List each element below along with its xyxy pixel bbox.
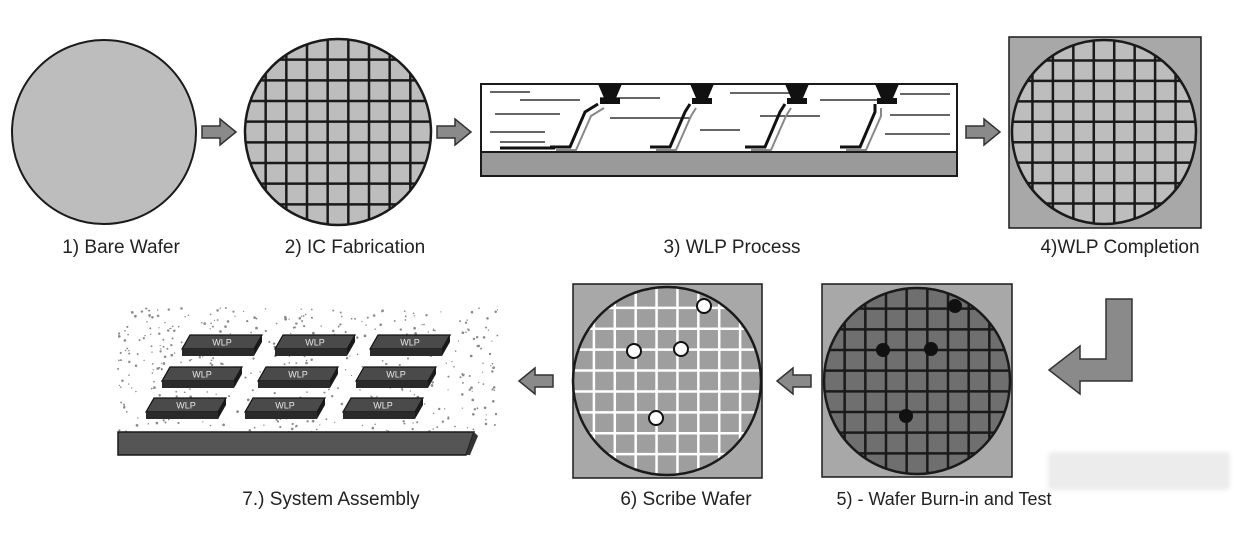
caption-system-assembly: 7.) System Assembly: [242, 489, 420, 510]
wlp-chip: WLP: [243, 397, 327, 419]
wlp-chip: WLP: [273, 334, 357, 356]
right-arrow: [201, 117, 238, 147]
wlp-chip-label: WLP: [386, 370, 406, 380]
wlp-process-cross-section: [480, 83, 958, 177]
redistribution-trace: [550, 102, 599, 149]
solder-bump: [598, 84, 622, 98]
wlp-chip-label: WLP: [373, 401, 393, 411]
wlp-chip: WLP: [160, 366, 244, 388]
wlp-chip: WLP: [341, 397, 425, 419]
left-arrow: [517, 366, 554, 396]
wlp-chip: WLP: [354, 366, 438, 388]
wlp-chip-label: WLP: [400, 338, 420, 348]
solder-bump: [690, 84, 714, 98]
caption-ic-fabrication: 2) IC Fabrication: [285, 237, 425, 258]
redistribution-trace: [650, 103, 692, 149]
redistribution-trace: [745, 103, 787, 149]
wlp-chip-label: WLP: [288, 370, 308, 380]
removed-die-marker: [648, 410, 664, 426]
turn-arrow: [1047, 298, 1133, 396]
flow-arrows: [201, 117, 1133, 396]
removed-die-marker: [696, 298, 712, 314]
wlp-chip-label: WLP: [275, 401, 295, 411]
caption-wlp-completion: 4)WLP Completion: [1040, 237, 1199, 258]
scribe-wafer: [571, 283, 763, 479]
system-assembly-board: WLP WLP WLP WLP WLP WLP WLP WLP WLP: [117, 307, 499, 456]
bare-wafer: [11, 39, 197, 225]
wlp-chip-label: WLP: [305, 338, 325, 348]
left-arrow: [775, 366, 812, 396]
solder-bump: [875, 84, 899, 98]
right-arrow: [965, 117, 1002, 147]
failed-die-marker: [899, 409, 913, 423]
caption-burn-in-test: 5) - Wafer Burn-in and Test: [836, 489, 1051, 509]
wlp-chip: WLP: [368, 334, 452, 356]
removed-die-marker: [673, 341, 689, 357]
wlp-chip: WLP: [144, 397, 228, 419]
watermark-blur: [1048, 452, 1230, 490]
removed-die-marker: [626, 343, 642, 359]
right-arrow: [436, 117, 473, 147]
wlp-completion-wafer: [1008, 36, 1202, 229]
burn-in-test-wafer: [821, 283, 1013, 478]
wlp-chip-label: WLP: [212, 338, 232, 348]
ic-fabrication-wafer: [243, 37, 433, 227]
redistribution-trace: [840, 104, 877, 149]
caption-bare-wafer: 1) Bare Wafer: [62, 237, 180, 258]
failed-die-marker: [876, 343, 890, 357]
wlp-chip-label: WLP: [176, 401, 196, 411]
failed-die-marker: [924, 342, 938, 356]
failed-die-marker: [948, 299, 962, 313]
wlp-chip-label: WLP: [192, 370, 212, 380]
wlp-chip: WLP: [180, 334, 264, 356]
caption-wlp-process: 3) WLP Process: [664, 237, 801, 258]
solder-bump: [785, 84, 809, 98]
wlp-chip: WLP: [256, 366, 340, 388]
caption-scribe-wafer: 6) Scribe Wafer: [620, 489, 752, 510]
